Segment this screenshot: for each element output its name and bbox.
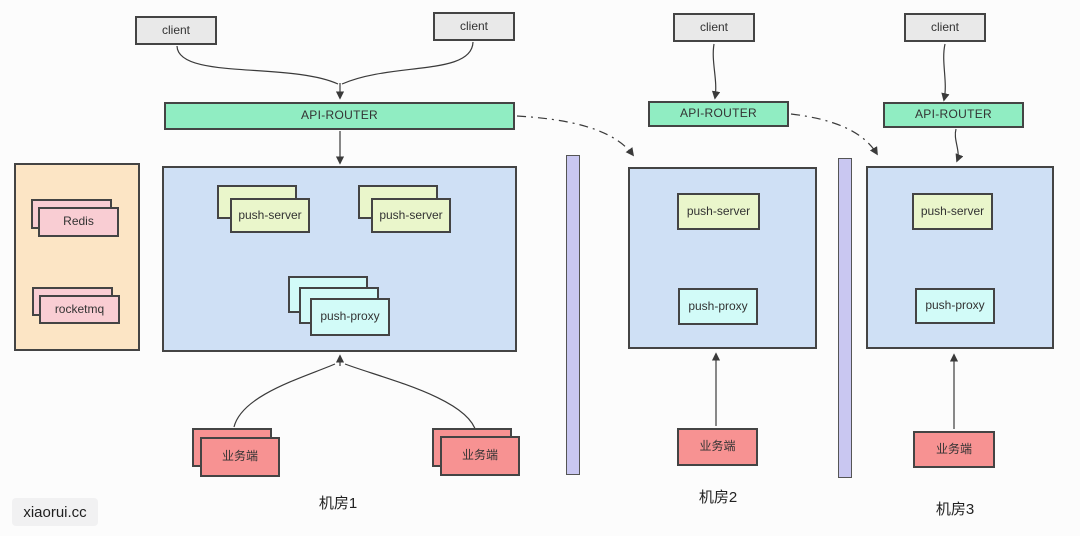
edge-router2-dc3 (790, 113, 878, 156)
client-label: client (161, 22, 190, 37)
push-server-label: push-server (238, 207, 302, 222)
edge-client4-router3 (941, 43, 950, 102)
datacenter-1-label: 机房1 (318, 495, 358, 512)
edge-router1-dc2 (516, 115, 635, 157)
rocketmq-box: rocketmq (39, 295, 120, 324)
redis-box: Redis (38, 207, 119, 237)
divider-bar-2 (838, 158, 852, 478)
push-proxy-1: push-proxy (310, 298, 390, 336)
business-label: 业务端 (935, 441, 972, 456)
client-box-2: client (433, 12, 515, 41)
push-proxy-label: push-proxy (925, 298, 985, 313)
push-proxy-label: push-proxy (688, 298, 748, 313)
edge-client1-router1 (176, 45, 339, 85)
client-label: client (459, 18, 488, 33)
api-router-1: API-ROUTER (164, 102, 515, 130)
push-proxy-2: push-proxy (678, 288, 758, 325)
business-box-1b: 业务端 (440, 436, 520, 476)
business-label: 业务端 (699, 439, 736, 454)
push-server-label: push-server (379, 207, 443, 222)
business-label: 业务端 (221, 449, 258, 464)
api-router-2: API-ROUTER (648, 101, 789, 127)
push-proxy-label: push-proxy (320, 309, 380, 324)
client-box-4: client (904, 13, 986, 42)
push-proxy-3: push-proxy (915, 288, 995, 324)
api-router-label: API-ROUTER (679, 106, 757, 121)
api-router-3: API-ROUTER (883, 102, 1024, 128)
api-router-label: API-ROUTER (300, 108, 378, 123)
business-box-1a: 业务端 (200, 437, 280, 477)
divider-bar-1 (566, 155, 580, 475)
client-label: client (699, 19, 728, 34)
push-server-label: push-server (686, 203, 751, 218)
datacenter-2-label: 机房2 (698, 489, 738, 506)
watermark: xiaorui.cc (12, 498, 98, 526)
edge-business1b-dc1 (344, 363, 477, 433)
push-server-2: push-server (677, 193, 760, 230)
push-server-1b: push-server (371, 198, 451, 233)
client-box-3: client (673, 13, 755, 42)
edge-router3-dc3 (954, 128, 964, 163)
client-box-1: client (135, 16, 217, 45)
edge-client3-router2 (711, 43, 721, 100)
client-label: client (930, 19, 959, 34)
api-router-label: API-ROUTER (914, 107, 992, 122)
push-server-3: push-server (912, 193, 993, 230)
push-server-1a: push-server (230, 198, 310, 233)
business-label: 业务端 (461, 448, 498, 463)
business-box-3: 业务端 (913, 431, 995, 468)
redis-label: Redis (63, 214, 94, 229)
business-box-2: 业务端 (677, 428, 758, 466)
edge-business1a-dc1 (233, 363, 336, 428)
rocketmq-label: rocketmq (54, 301, 105, 316)
push-server-label: push-server (920, 203, 985, 218)
datacenter-3-label: 机房3 (935, 501, 975, 518)
edge-client2-router1 (341, 41, 474, 85)
